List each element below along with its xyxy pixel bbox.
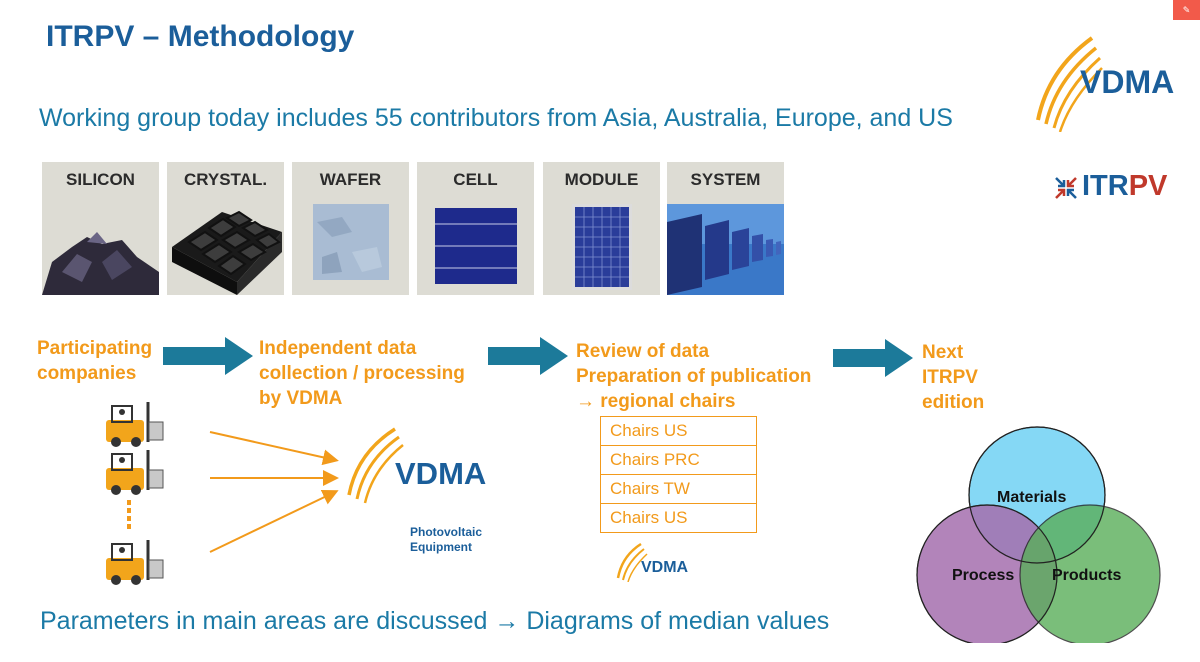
step-review: Review of data Preparation of publicatio… xyxy=(576,341,812,412)
crystal-ingots-icon xyxy=(172,210,282,295)
chair-row: Chairs PRC xyxy=(600,445,757,475)
silicon-chunks-icon xyxy=(42,232,159,295)
stage-module: MODULE xyxy=(543,162,660,295)
step-next: Next ITRPV edition xyxy=(922,342,985,413)
solar-field-icon xyxy=(667,204,784,295)
stage-label: WAFER xyxy=(319,170,382,189)
vdma-logo-text: VDMA xyxy=(641,559,689,576)
stage-crystal: CRYSTAL. xyxy=(167,162,284,295)
corner-widget-icon[interactable]: ✎ xyxy=(1173,0,1200,20)
venn-label-process: Process xyxy=(952,567,1015,584)
forklift-group xyxy=(104,400,165,586)
solar-module-icon xyxy=(572,204,632,290)
converging-arrows-icon xyxy=(209,431,339,553)
step-participating: Participating companies xyxy=(37,338,153,384)
chair-row: Chairs US xyxy=(600,416,757,446)
forklift-icon xyxy=(104,538,165,586)
vdma-swoosh-icon xyxy=(347,427,404,504)
vdma-swoosh-icon xyxy=(616,542,648,583)
chairs-table: Chairs US Chairs PRC Chairs TW Chairs US xyxy=(600,416,757,533)
stage-cell: CELL xyxy=(417,162,534,295)
step-independent: Independent data collection / processing… xyxy=(259,338,465,409)
stage-label: SYSTEM xyxy=(690,170,761,189)
stage-label: CELL xyxy=(453,170,498,189)
page-title: ITRPV – Methodology xyxy=(46,20,355,53)
stage-wafer: WAFER xyxy=(292,162,409,295)
stage-system: SYSTEM xyxy=(667,162,784,295)
flow-arrow-icon xyxy=(833,339,913,377)
forklift-icon xyxy=(104,400,165,449)
venn-label-materials: Materials xyxy=(997,489,1067,506)
vdma-swoosh-icon xyxy=(1036,36,1103,133)
venn-diagram xyxy=(916,426,1161,643)
vdma-logo-small: VDMA xyxy=(615,542,705,583)
chair-row: Chairs TW xyxy=(600,474,757,504)
flow-arrow-icon xyxy=(163,337,253,375)
itrpv-logo: ITRPV xyxy=(1082,170,1168,202)
subtitle: Working group today includes 55 contribu… xyxy=(39,104,953,132)
venn-circle-products xyxy=(1019,504,1161,643)
forklift-icon xyxy=(104,448,165,497)
footer-text: Parameters in main areas are discussed →… xyxy=(40,607,830,635)
chair-row: Chairs US xyxy=(600,503,757,533)
solar-cell-icon xyxy=(435,208,517,284)
venn-label-products: Products xyxy=(1052,567,1122,584)
itrpv-arrows-icon xyxy=(1054,176,1078,205)
vdma-logo-top: VDMA xyxy=(1030,32,1190,133)
vdma-logo-text: VDMA xyxy=(395,456,487,491)
stage-label: SILICON xyxy=(66,170,135,189)
stage-label: CRYSTAL. xyxy=(183,170,268,189)
wafer-icon xyxy=(313,204,389,280)
ellipsis-dots-icon xyxy=(127,500,131,529)
stage-label: MODULE xyxy=(564,170,639,189)
vdma-division: Photovoltaic Equipment xyxy=(410,525,483,554)
vdma-logo-center: VDMA Photovoltaic Equipment xyxy=(345,425,515,560)
stage-silicon: SILICON xyxy=(42,162,159,295)
flow-arrow-icon xyxy=(488,337,568,375)
vdma-logo-text: VDMA xyxy=(1080,64,1175,100)
